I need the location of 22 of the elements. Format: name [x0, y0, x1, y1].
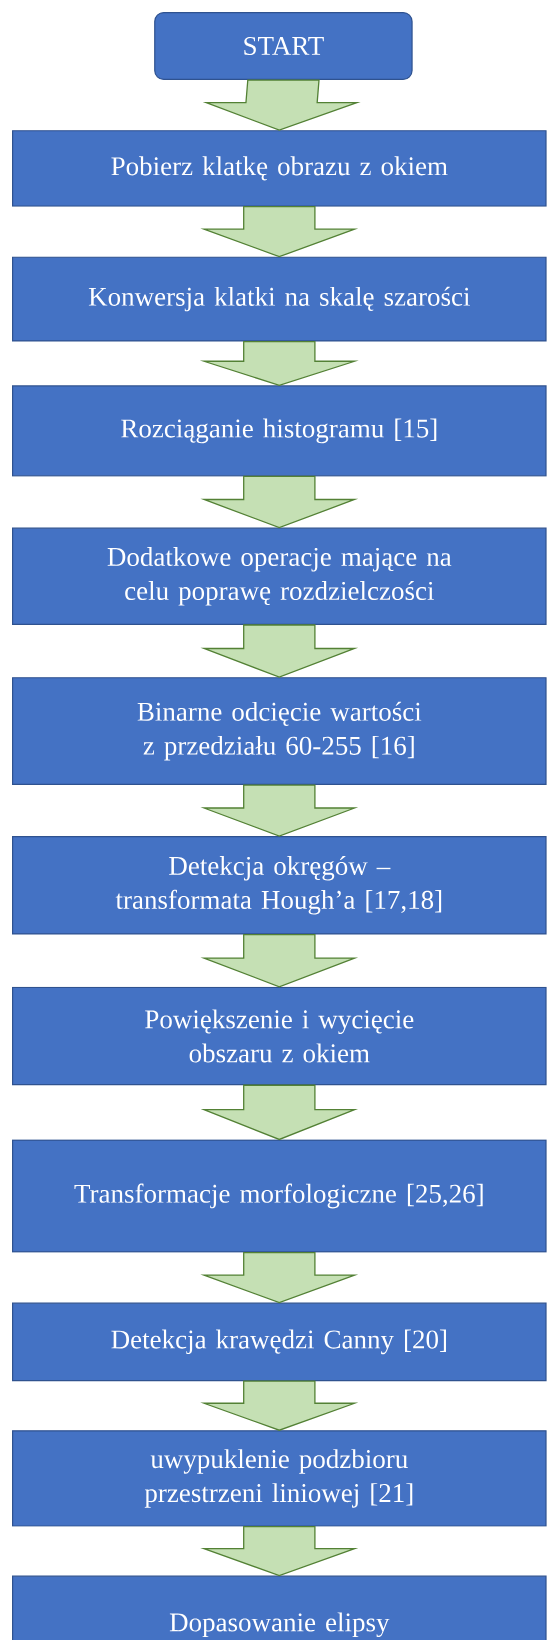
- process-box: Powiększenie i wycięcie obszaru z okiem: [12, 986, 547, 1086]
- block-arrow: [200, 933, 359, 988]
- process-box: uwypuklenie podzbioru przestrzeni liniowej [21]: [12, 1430, 547, 1527]
- process-box: Pobierz klatkę obrazu z okiem: [12, 130, 547, 207]
- block-arrow: [200, 784, 359, 837]
- block-arrow: [200, 1084, 358, 1141]
- block-arrow: [200, 624, 359, 678]
- block-arrow: [200, 1525, 359, 1577]
- process-box: Konwersja klatki na skalę szarości: [12, 256, 547, 342]
- block-arrow: [200, 475, 359, 529]
- process-box: Dopasowanie elipsy: [12, 1575, 547, 1640]
- block-arrow: [200, 206, 359, 258]
- start-box: START: [154, 11, 413, 81]
- process-box: Transformacje morfologiczne [25,26]: [12, 1139, 547, 1253]
- process-box: Dodatkowe operacje mające na celu poprawę rozdzielczości: [12, 527, 547, 625]
- process-box: Rozciąganie histogramu [15]: [12, 385, 547, 477]
- block-arrow: [200, 1251, 359, 1304]
- process-box: Detekcja krawędzi Canny [20]: [12, 1302, 547, 1382]
- block-arrow: [202, 79, 361, 131]
- process-box: Binarne odcięcie wartości z przedziału 60-255 [16]: [12, 677, 547, 786]
- process-box: Detekcja okręgów – transformata Hough’a [17,18]: [12, 836, 547, 935]
- block-arrow: [200, 1380, 359, 1431]
